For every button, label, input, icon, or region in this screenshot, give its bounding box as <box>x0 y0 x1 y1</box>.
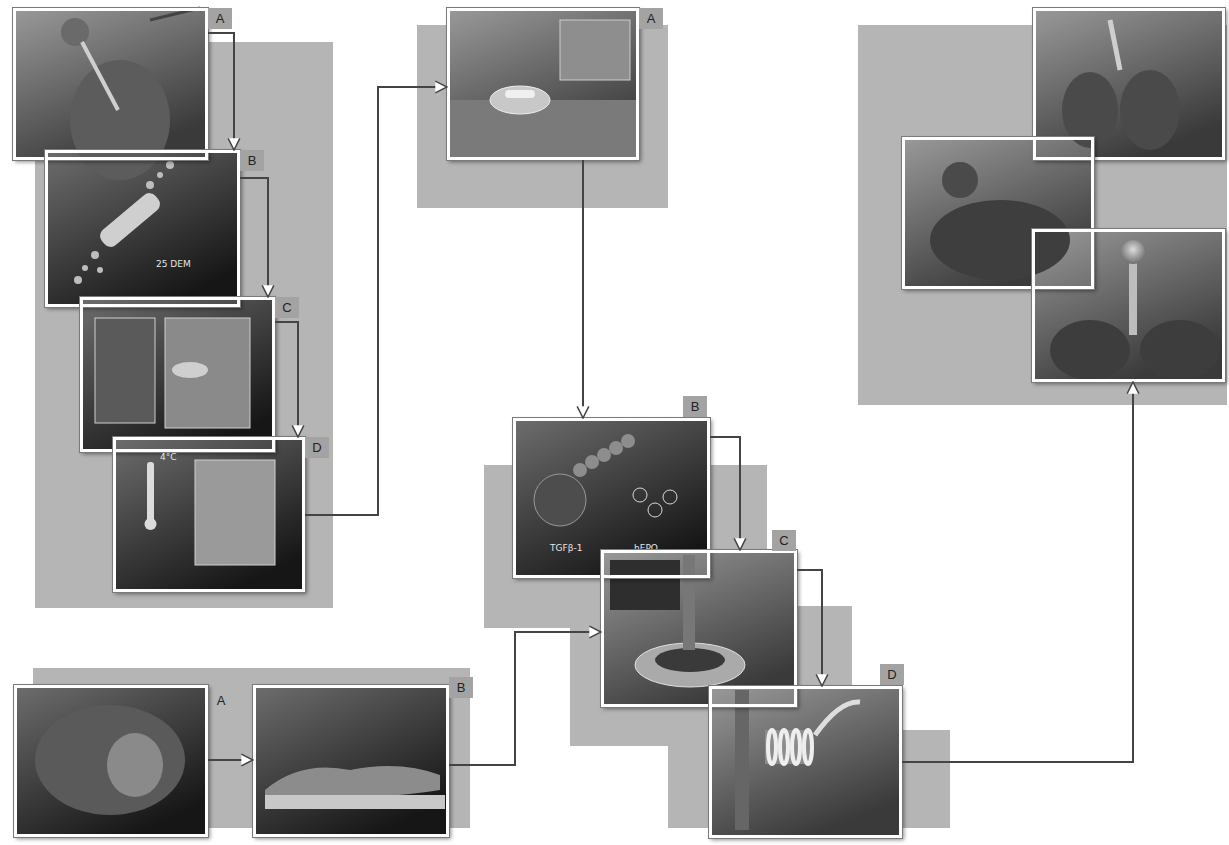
illustration-panel: A <box>13 8 208 160</box>
panel-fill <box>601 550 797 707</box>
step-letter: A <box>639 8 663 29</box>
trachea-shape <box>1110 20 1120 70</box>
flow-arrow <box>305 87 447 515</box>
protein-shape <box>534 474 586 526</box>
illustration-panel: B25 DEM <box>45 150 240 307</box>
illustration-panel: D4°C <box>113 437 305 592</box>
ring-group <box>768 730 812 764</box>
cabinet-shape <box>560 20 630 80</box>
stand-shape <box>735 690 749 830</box>
flow-arrow <box>710 437 740 550</box>
head-shape <box>35 705 185 815</box>
illustration-panel: A <box>14 685 208 837</box>
illustration-panel: C <box>601 550 797 707</box>
panel-label: 4°C <box>160 452 177 462</box>
illustration-panel: C <box>80 297 275 452</box>
trachea-shape <box>82 42 118 110</box>
panel-label: TGFβ-1 <box>550 543 582 553</box>
flow-arrow <box>582 160 584 418</box>
incubator-shape <box>610 560 680 610</box>
illustration-panel <box>902 137 1094 289</box>
panel-fill <box>709 686 902 838</box>
tube-line <box>815 702 860 735</box>
pipette-shape <box>683 555 695 650</box>
step-letter: C <box>275 297 299 318</box>
flow-arrow <box>208 33 234 150</box>
flow-arrow <box>902 382 1133 762</box>
thermometer-bulb <box>145 518 157 530</box>
cabinet-shape <box>165 318 250 428</box>
flow-arrow <box>240 178 268 297</box>
step-letter: B <box>683 396 707 417</box>
graft-shape <box>765 730 811 764</box>
panel-fill <box>14 685 208 837</box>
trachea-shape <box>1129 255 1137 335</box>
lung-shape <box>1120 70 1180 150</box>
fridge-shape <box>195 460 275 565</box>
panel-fill <box>253 685 449 837</box>
cell-chain <box>573 434 635 477</box>
larynx-shape <box>1121 240 1145 264</box>
step-letter: D <box>305 437 329 458</box>
flow-arrow <box>797 570 822 686</box>
head-shape <box>61 18 89 46</box>
dish-shape <box>172 362 208 378</box>
step-letter: B <box>240 150 264 171</box>
panel-backgrounds <box>13 8 1225 838</box>
panel-fill <box>80 297 275 452</box>
scaffold-shape <box>655 648 725 672</box>
cabinet-door <box>95 318 155 423</box>
panel-label: 25 DEM <box>156 259 191 269</box>
body-shape <box>265 766 440 800</box>
panel-fill <box>113 437 305 592</box>
illustration-panel: B <box>253 685 449 837</box>
panel-drawings <box>35 8 1220 830</box>
flow-arrow <box>275 322 298 437</box>
organ-shape <box>107 733 163 797</box>
group-bands <box>33 25 1227 828</box>
body-shape <box>70 60 170 180</box>
illustration-panel: BTGFβ-1hEPO <box>513 418 710 578</box>
panel-fill <box>447 8 639 160</box>
head-shape <box>942 162 978 198</box>
dish-shape <box>490 86 550 114</box>
flow-arrow <box>449 632 601 765</box>
tube-shape <box>97 190 163 250</box>
step-letter: C <box>772 530 796 551</box>
torso-shape <box>930 200 1070 280</box>
step-letter: D <box>880 664 904 685</box>
molecule-rings <box>633 488 677 517</box>
flow-arrow <box>208 759 253 761</box>
lung-shape <box>1140 320 1220 380</box>
table-shape <box>265 795 445 809</box>
thermometer-shape <box>147 462 154 522</box>
step-letter: A <box>209 690 233 711</box>
step-letter: B <box>449 677 473 698</box>
scaffold-shape <box>505 90 535 98</box>
illustration-panel: D <box>709 686 902 838</box>
illustration-panel <box>1032 229 1225 382</box>
illustration-panel: A <box>447 8 639 160</box>
step-letter: A <box>208 8 232 29</box>
lung-shape <box>1050 320 1130 380</box>
